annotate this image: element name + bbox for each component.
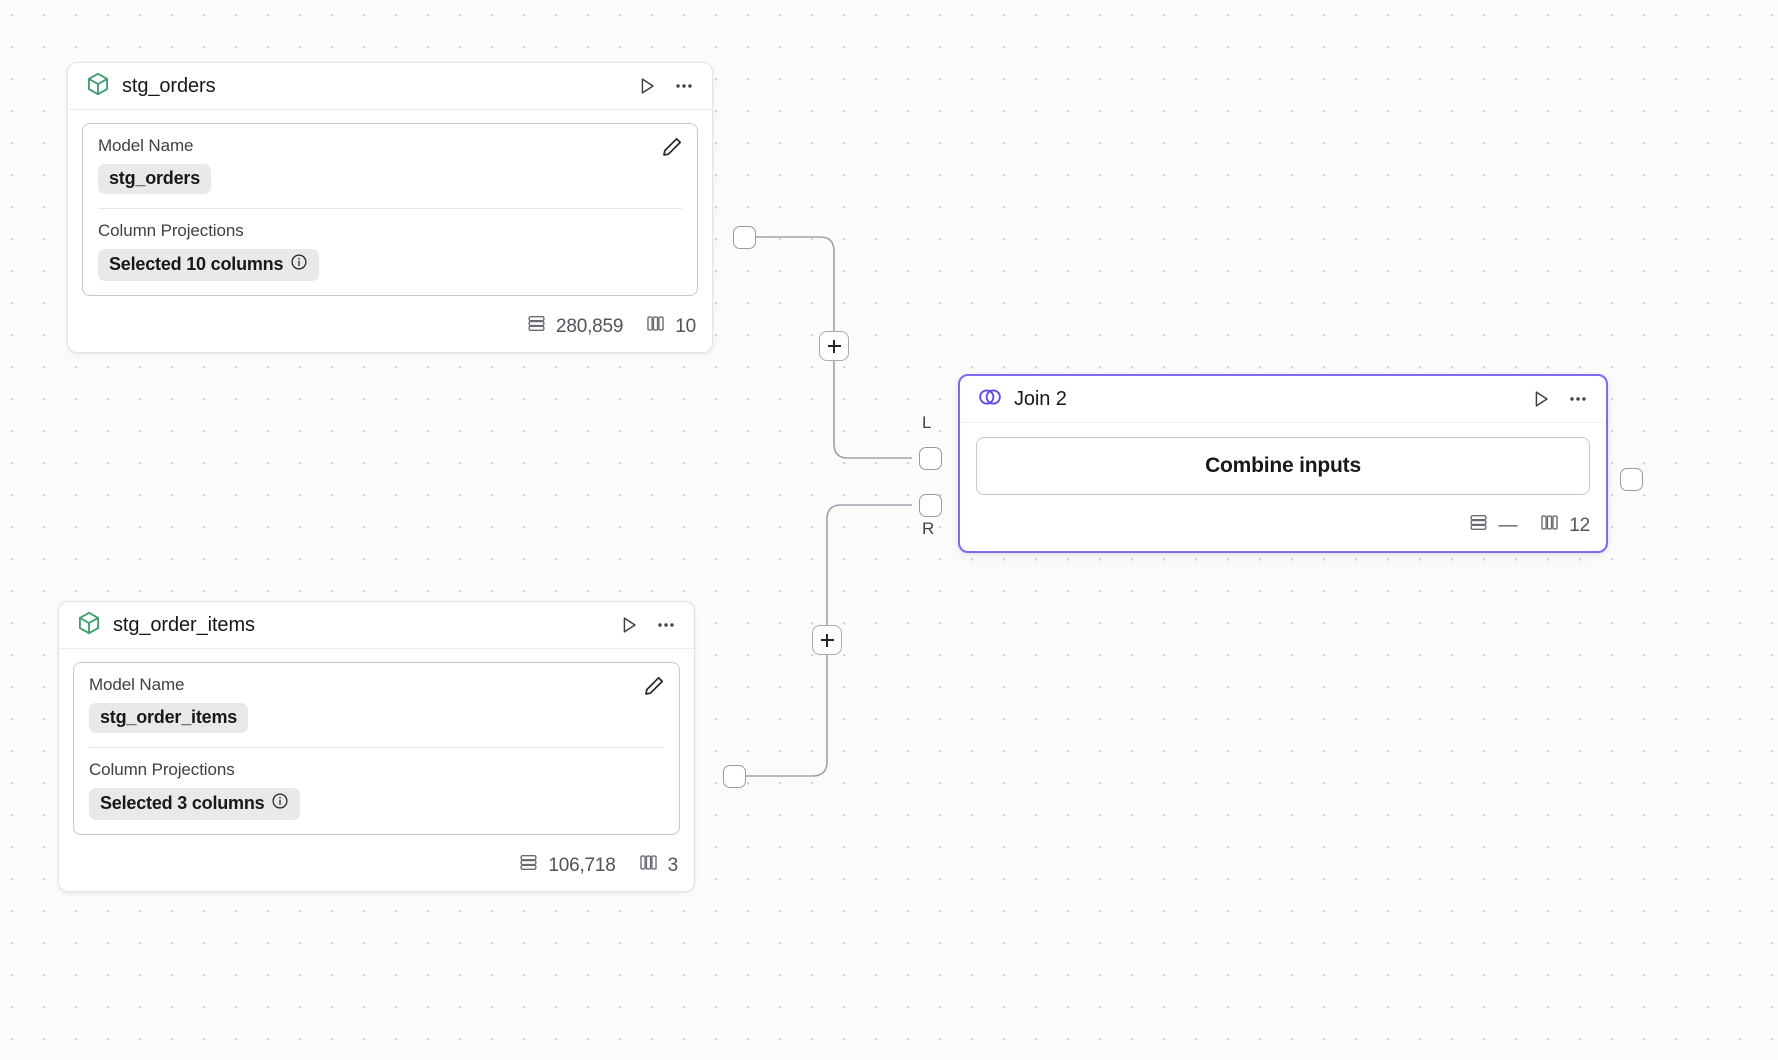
model-name-chip[interactable]: stg_order_items: [89, 703, 249, 733]
node-join-2[interactable]: Join 2 Combine inputs: [958, 374, 1608, 553]
header-actions: [617, 613, 678, 637]
more-options-icon[interactable]: [672, 74, 696, 98]
row-count-value: —: [1498, 514, 1518, 536]
column-count-stat: 12: [1539, 512, 1590, 539]
venn-join-icon: [977, 384, 1003, 415]
node-title: stg_order_items: [113, 613, 255, 636]
run-node-icon[interactable]: [1529, 387, 1553, 411]
row-count-stat: 106,718: [518, 852, 616, 879]
rows-icon: [526, 313, 547, 340]
node-stg-order-items[interactable]: stg_order_items: [58, 601, 695, 892]
properties-box: Model Name stg_order_items Column Projec…: [73, 662, 680, 835]
column-count-value: 3: [667, 854, 679, 876]
output-port-join-2[interactable]: [1620, 468, 1643, 491]
row-count-stat: 280,859: [526, 313, 623, 340]
column-projections-value: Selected 3 columns: [100, 793, 265, 813]
row-count-value: 106,718: [548, 854, 616, 876]
column-projections-label: Column Projections: [89, 760, 235, 779]
input-port-left-label: L: [922, 413, 932, 432]
node-stg-orders[interactable]: stg_orders: [67, 62, 713, 353]
properties-box: Model Name stg_orders Column Projections…: [82, 123, 698, 296]
columns-icon: [645, 313, 666, 340]
model-name-label: Model Name: [89, 675, 185, 694]
column-count-stat: 10: [645, 313, 696, 340]
node-header: Join 2: [960, 376, 1606, 423]
edit-pencil-icon[interactable]: [641, 673, 667, 699]
column-projections-chip[interactable]: Selected 10 columns: [98, 249, 320, 281]
node-header: stg_orders: [68, 63, 712, 110]
info-icon[interactable]: [271, 792, 289, 815]
node-body: Model Name stg_orders Column Projections…: [68, 110, 712, 306]
output-port-stg-orders[interactable]: [733, 226, 756, 249]
input-port-join-left[interactable]: [919, 447, 942, 470]
node-body: Model Name stg_order_items Column Projec…: [59, 649, 694, 845]
model-name-value: stg_order_items: [100, 707, 238, 727]
row-count-value: 280,859: [555, 315, 624, 337]
columns-icon: [638, 852, 659, 879]
divider: [98, 208, 682, 209]
column-count-value: 12: [1569, 514, 1590, 536]
model-name-value: stg_orders: [109, 168, 201, 188]
rows-icon: [1468, 512, 1489, 539]
column-projections-label: Column Projections: [98, 221, 244, 240]
cube-icon: [76, 610, 102, 641]
column-projections-chip[interactable]: Selected 3 columns: [89, 788, 301, 820]
column-count-value: 10: [675, 315, 696, 337]
column-projections-value: Selected 10 columns: [109, 254, 284, 274]
node-body: Combine inputs: [960, 423, 1606, 505]
header-actions: [635, 74, 696, 98]
row-count-stat: —: [1468, 512, 1517, 539]
node-footer: 280,859 10: [68, 306, 712, 352]
edit-pencil-icon[interactable]: [659, 134, 685, 160]
model-name-label: Model Name: [98, 136, 194, 155]
add-node-on-edge-button-upper[interactable]: [819, 331, 849, 361]
node-footer: 106,718 3: [59, 845, 694, 891]
combine-inputs-button[interactable]: Combine inputs: [976, 437, 1590, 495]
columns-icon: [1539, 512, 1560, 539]
header-actions: [1529, 387, 1590, 411]
rows-icon: [518, 852, 539, 879]
info-icon[interactable]: [290, 253, 308, 276]
divider: [89, 747, 664, 748]
run-node-icon[interactable]: [617, 613, 641, 637]
more-options-icon[interactable]: [1566, 387, 1590, 411]
cube-icon: [85, 71, 111, 102]
node-header: stg_order_items: [59, 602, 694, 649]
more-options-icon[interactable]: [654, 613, 678, 637]
input-port-join-right[interactable]: [919, 494, 942, 517]
add-node-on-edge-button-lower[interactable]: [812, 625, 842, 655]
input-port-right-label: R: [922, 519, 935, 538]
model-name-chip[interactable]: stg_orders: [98, 164, 212, 194]
node-footer: — 12: [960, 505, 1606, 551]
output-port-stg-order-items[interactable]: [723, 765, 746, 788]
node-title: Join 2: [1014, 387, 1067, 410]
node-title: stg_orders: [122, 74, 216, 97]
run-node-icon[interactable]: [635, 74, 659, 98]
column-count-stat: 3: [638, 852, 678, 879]
